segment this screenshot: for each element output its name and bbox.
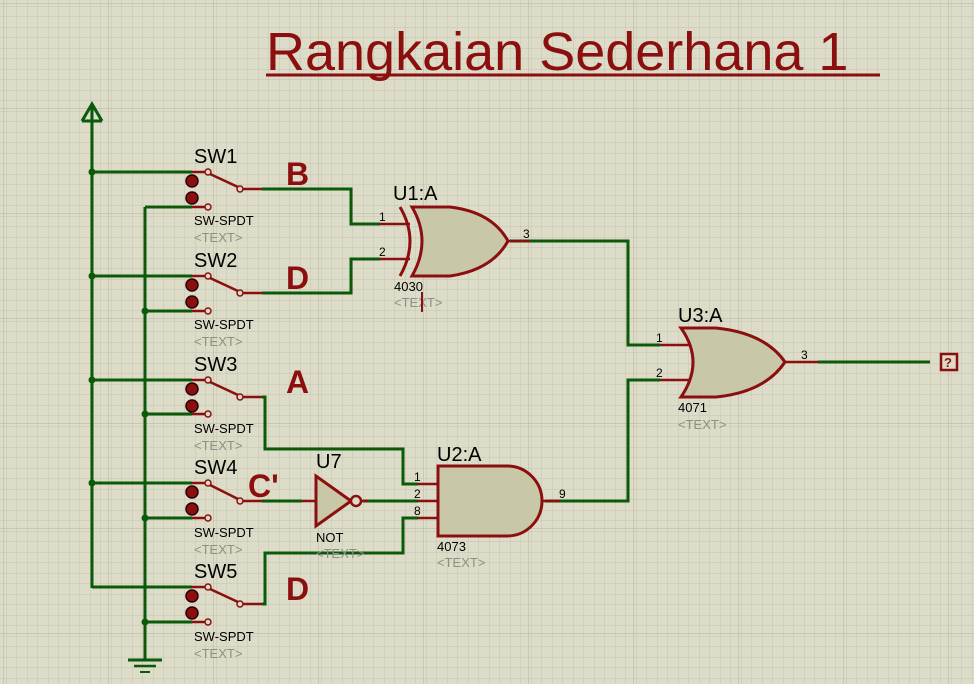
diagram-title: Rangkaian Sederhana 1	[266, 22, 848, 82]
gate-part-label: 4030	[394, 279, 423, 294]
switch-ref-label: SW3	[194, 354, 237, 376]
logic-probe[interactable]: ?	[939, 352, 959, 372]
switch-sw3[interactable]: SW3 SW-SPDT <TEXT>	[185, 354, 262, 453]
switch-text-placeholder: <TEXT>	[194, 230, 242, 245]
switch-text-placeholder: <TEXT>	[194, 646, 242, 661]
gate-text-placeholder: <TEXT>	[437, 555, 485, 570]
power-symbol	[80, 101, 104, 588]
signal-wiring	[262, 187, 930, 606]
switch-type-label: SW-SPDT	[194, 317, 254, 332]
gate-text-placeholder: <TEXT>	[678, 417, 726, 432]
pin-number: 2	[656, 366, 663, 380]
gate-text-placeholder: <TEXT>	[316, 546, 364, 561]
and-gate-u2[interactable]: U2:A 1 2 8 9 4073 <TEXT>	[414, 444, 566, 570]
ground-symbol	[128, 207, 162, 673]
net-label-c-prime: C'	[248, 468, 279, 504]
probe-state: ?	[944, 355, 952, 370]
net-label-b: B	[286, 156, 309, 192]
pin-number: 2	[414, 487, 421, 501]
gate-part-label: 4073	[437, 539, 466, 554]
switch-ref-label: SW4	[194, 457, 237, 479]
switch-sw5[interactable]: SW5 SW-SPDT <TEXT>	[185, 561, 262, 661]
switch-text-placeholder: <TEXT>	[194, 334, 242, 349]
switch-ref-label: SW1	[194, 146, 237, 168]
gate-ref-label: U3:A	[678, 305, 723, 327]
net-label-a: A	[286, 364, 309, 400]
xor-gate-u1[interactable]: U1:A 1 2 3 4030 <TEXT>	[379, 183, 530, 312]
pin-number: 8	[414, 504, 421, 518]
switch-type-label: SW-SPDT	[194, 525, 254, 540]
switch-sw1[interactable]: SW1 SW-SPDT <TEXT>	[185, 146, 262, 245]
gate-ref-label: U1:A	[393, 183, 438, 205]
net-label-d: D	[286, 260, 309, 296]
pin-number: 1	[379, 210, 386, 224]
switch-type-label: SW-SPDT	[194, 421, 254, 436]
rail-wiring	[88, 168, 192, 626]
switch-text-placeholder: <TEXT>	[194, 542, 242, 557]
switch-ref-label: SW5	[194, 561, 237, 583]
gate-part-label: 4071	[678, 400, 707, 415]
switch-ref-label: SW2	[194, 250, 237, 272]
switch-type-label: SW-SPDT	[194, 629, 254, 644]
gate-ref-label: U7	[316, 451, 342, 473]
pin-number: 1	[656, 331, 663, 345]
or-gate-u3[interactable]: U3:A 1 2 3 4071 <TEXT>	[656, 305, 818, 432]
gate-ref-label: U2:A	[437, 444, 482, 466]
gate-part-label: NOT	[316, 530, 344, 545]
pin-number: 1	[414, 470, 421, 484]
pin-number: 3	[523, 227, 530, 241]
pin-number: 2	[379, 245, 386, 259]
gate-text-placeholder: <TEXT>	[394, 295, 442, 310]
net-label-d: D	[286, 571, 309, 607]
switch-sw2[interactable]: SW2 SW-SPDT <TEXT>	[185, 250, 262, 349]
switch-type-label: SW-SPDT	[194, 213, 254, 228]
pin-number: 3	[801, 348, 808, 362]
not-gate-u7[interactable]: U7 NOT <TEXT>	[302, 451, 368, 561]
switch-text-placeholder: <TEXT>	[194, 438, 242, 453]
switch-sw4[interactable]: SW4 SW-SPDT <TEXT>	[185, 457, 262, 557]
pin-number: 9	[559, 487, 566, 501]
